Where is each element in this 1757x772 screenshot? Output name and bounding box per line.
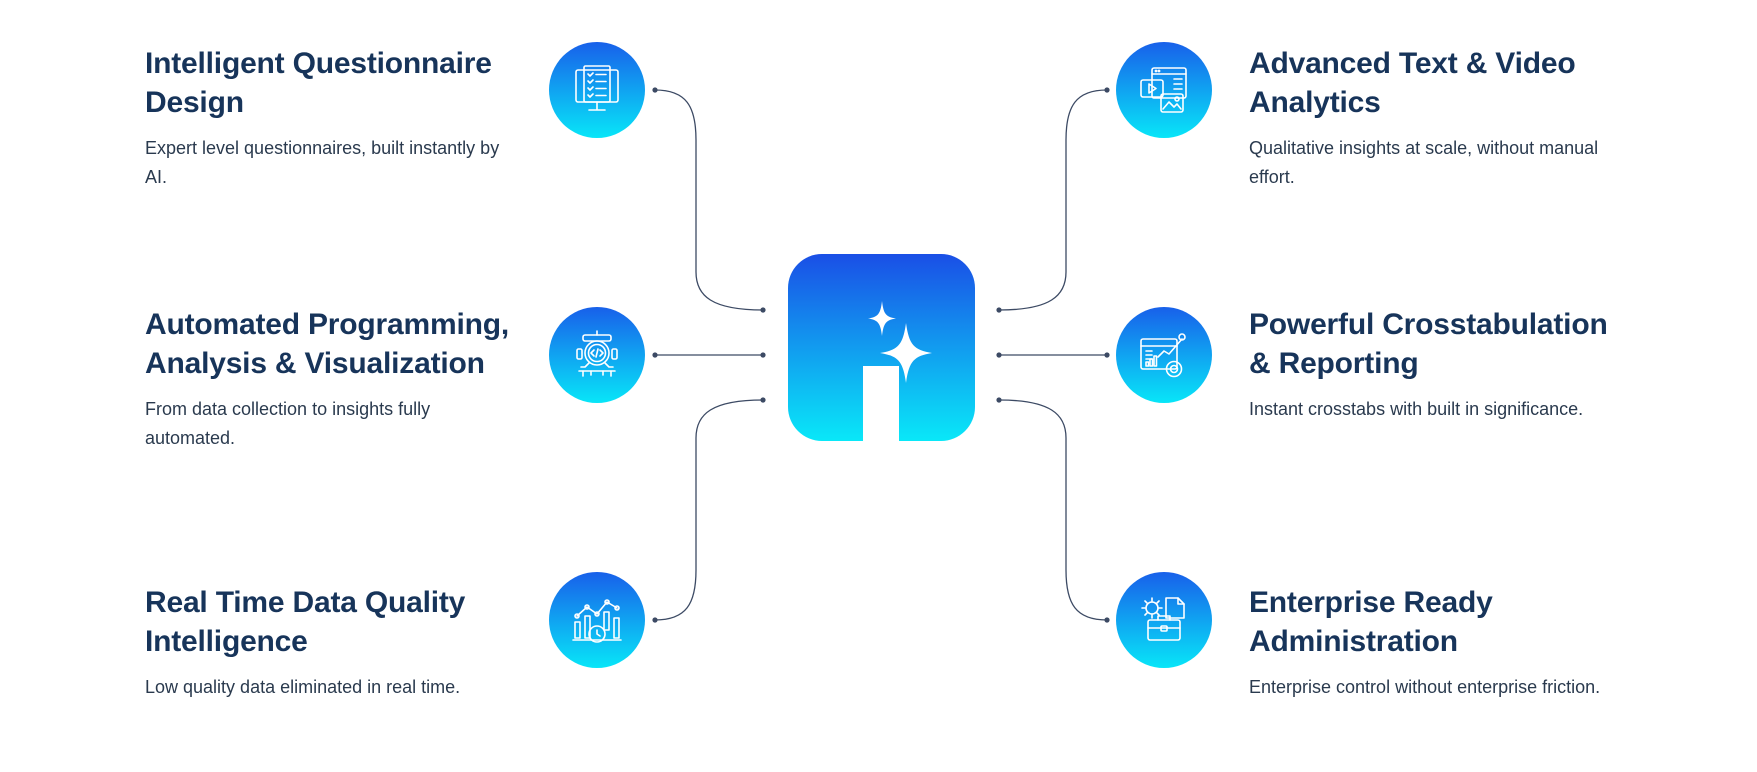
feature-title: Real Time Data Quality Intelligence — [145, 586, 466, 658]
connector-left-top — [654, 89, 764, 311]
feature-description: Enterprise control without enterprise fr… — [1249, 677, 1601, 697]
connector-left-bottom — [654, 399, 764, 621]
connector-right-top — [998, 89, 1108, 311]
feature-description: Low quality data eliminated in real time… — [145, 677, 461, 697]
realtime-chart-icon — [572, 599, 622, 643]
feature-data-quality: Real Time Data Quality Intelligence Low … — [145, 583, 515, 702]
code-robot-icon — [576, 330, 618, 377]
sparkle-i-logo-icon — [863, 301, 932, 441]
realtime-chart-icon-badge — [549, 572, 645, 668]
feature-text-video-analytics: Advanced Text & Video Analytics Qualitat… — [1249, 44, 1619, 192]
feature-title: Intelligent Questionnaire Design — [145, 47, 492, 119]
feature-description: Instant crosstabs with built in signific… — [1249, 399, 1584, 419]
connector-right-bottom — [998, 399, 1108, 621]
feature-enterprise-admin: Enterprise Ready Administration Enterpri… — [1249, 583, 1619, 702]
enterprise-icon-badge — [1116, 572, 1212, 668]
feature-title: Advanced Text & Video Analytics — [1249, 47, 1576, 119]
questionnaire-icon-badge — [549, 42, 645, 138]
feature-automated-programming: Automated Programming, Analysis & Visual… — [145, 305, 515, 453]
feature-description: From data collection to insights fully a… — [145, 399, 431, 448]
feature-title: Enterprise Ready Administration — [1249, 586, 1493, 658]
code-robot-icon-badge — [549, 307, 645, 403]
feature-title: Powerful Crosstabulation & Reporting — [1249, 308, 1608, 380]
text-video-icon-badge — [1116, 42, 1212, 138]
crosstab-icon-badge — [1116, 307, 1212, 403]
feature-crosstabulation: Powerful Crosstabulation & Reporting Ins… — [1249, 305, 1619, 424]
feature-description: Expert level questionnaires, built insta… — [145, 138, 500, 187]
questionnaire-monitor-icon — [575, 65, 619, 111]
center-logo — [788, 254, 975, 441]
feature-description: Qualitative insights at scale, without m… — [1249, 138, 1599, 187]
enterprise-briefcase-gear-icon — [1141, 597, 1185, 641]
feature-title: Automated Programming, Analysis & Visual… — [145, 308, 509, 380]
text-video-media-icon — [1140, 67, 1187, 113]
feature-questionnaire-design: Intelligent Questionnaire Design Expert … — [145, 44, 515, 192]
crosstab-report-icon — [1140, 333, 1186, 378]
